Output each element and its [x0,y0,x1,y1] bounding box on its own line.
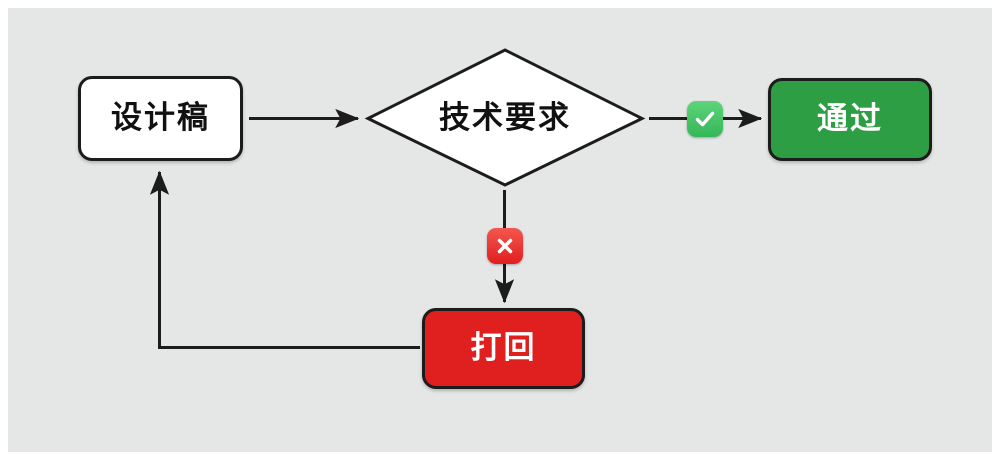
node-reject-label: 打回 [470,330,537,367]
node-design-draft[interactable]: 设计稿 [78,76,243,161]
node-reject[interactable]: 打回 [422,308,585,389]
cross-mark-badge-icon [487,228,523,264]
node-pass-label: 通过 [817,101,883,138]
node-design-draft-label: 设计稿 [111,100,210,137]
edge-reject-to-design [149,170,420,349]
check-mark-badge-icon [687,101,723,137]
decision-diamond-shape [364,48,646,187]
node-pass[interactable]: 通过 [768,78,932,161]
node-decision-technical-requirements[interactable]: 技术要求 [367,49,643,187]
node-decision-label: 技术要求 [439,99,571,136]
